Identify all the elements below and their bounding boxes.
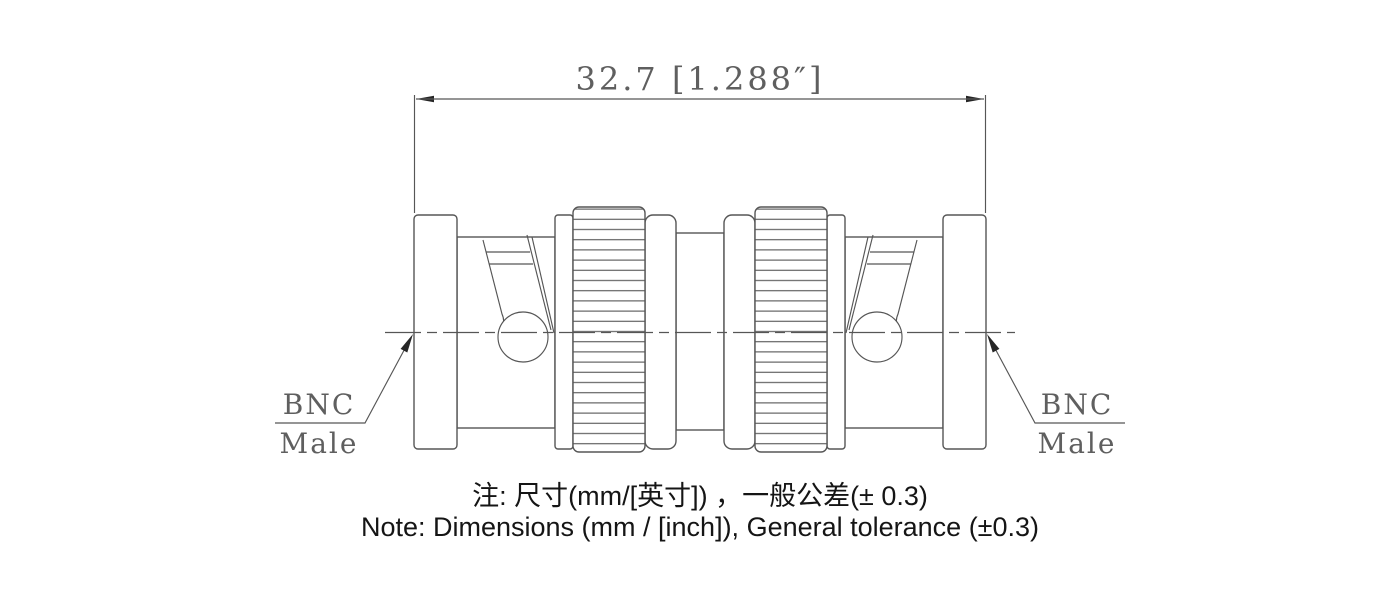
coupling-nut: [554, 206, 677, 453]
bayonet-slot-right-edge-inner: [531, 236, 555, 334]
right-connector-label-line2: Male: [1037, 427, 1117, 460]
bayonet-slot-steps: [486, 251, 533, 265]
notes-block: 注: 尺寸(mm/[英寸]) ，一般公差(± 0.3) Note: Dimens…: [0, 481, 1400, 543]
leader-line: [275, 340, 410, 424]
knurled-grip: [572, 206, 646, 453]
note-line-english: Note: Dimensions (mm / [inch]), General …: [360, 512, 1040, 542]
bayonet-slot-circle: [497, 311, 549, 363]
left-connector-label: BNC Male: [261, 385, 377, 463]
left-connector-label-line2: Male: [279, 427, 359, 460]
leader-arrowhead: [400, 334, 413, 353]
left-connector-label-line1: BNC: [282, 388, 356, 421]
dimension-label: 32.7 [1.288″]: [575, 60, 825, 98]
bayonet-slot-right-edge-outer: [526, 234, 552, 331]
center-barrel: [675, 232, 725, 431]
right-connector-label-line1: BNC: [1040, 388, 1114, 421]
note-line-chinese: 注: 尺寸(mm/[英寸]) ，一般公差(± 0.3): [472, 481, 928, 511]
right-connector-label: BNC Male: [1019, 385, 1135, 463]
bayonet-slot: [482, 234, 555, 363]
